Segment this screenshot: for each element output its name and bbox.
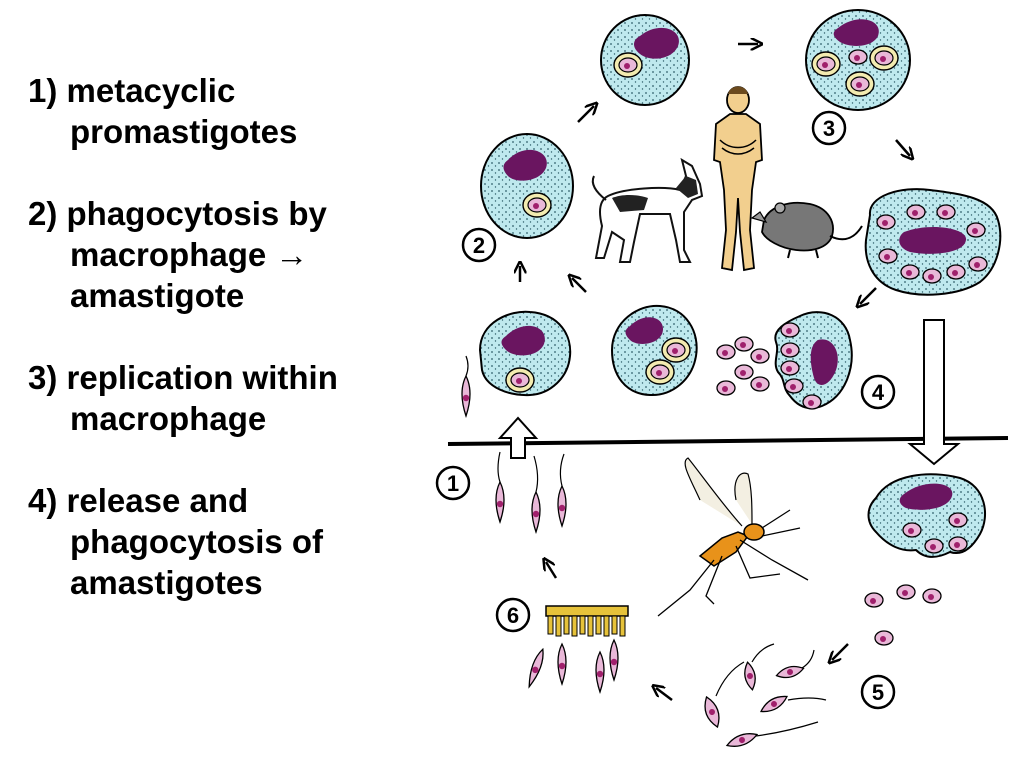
human-icon: [713, 86, 763, 272]
step-1-line-2: promastigotes: [70, 113, 298, 150]
step-3-line-1: replication within: [66, 359, 338, 396]
macrophage-cell: [610, 304, 698, 397]
released-amastigotes: [864, 584, 942, 646]
sandfly-midgut-comb: [524, 605, 629, 693]
stage-marker-1: 1: [435, 465, 471, 501]
skin-boundary-line: [447, 436, 1009, 446]
macrophage-cell: [864, 188, 1002, 296]
dog-icon: [591, 157, 704, 263]
step-1-number: 1): [28, 72, 58, 109]
step-4-line-2: phagocytosis of: [70, 523, 324, 560]
step-1-line-1: metacyclic: [66, 72, 236, 109]
svg-text:5: 5: [872, 680, 884, 705]
svg-text:3: 3: [823, 116, 835, 141]
svg-text:6: 6: [507, 603, 519, 628]
macrophage-cell: [600, 14, 690, 106]
step-2-line-1: phagocytosis by: [66, 195, 327, 232]
step-2: 2) phagocytosis by macrophage → amastigo…: [28, 193, 428, 316]
procyclic-promastigotes: [704, 643, 827, 747]
lifecycle-steps-list: 1) metacyclic promastigotes 2) phagocyto…: [28, 70, 428, 644]
leishmania-lifecycle-diagram: 1 2 3 4 5 6: [435, 9, 1009, 747]
sandfly-icon: [657, 457, 809, 617]
macrophage-cell: [774, 311, 853, 410]
stage-marker-6: 6: [495, 597, 531, 633]
step-3-number: 3): [28, 359, 58, 396]
cycle-arrows: [520, 44, 910, 701]
svg-text:4: 4: [872, 380, 885, 405]
stage-marker-3: 3: [811, 110, 847, 146]
step-3: 3) replication within macrophage: [28, 357, 428, 439]
step-3-line-2: macrophage: [70, 400, 267, 437]
stage-marker-4: 4: [860, 374, 896, 410]
step-2-number: 2): [28, 195, 58, 232]
svg-text:1: 1: [447, 471, 459, 496]
macrophage-cell: [867, 473, 987, 558]
uptake-arrow: [907, 319, 961, 466]
step-4-number: 4): [28, 482, 58, 519]
step-2-line-3: amastigote: [70, 277, 245, 314]
step-4-line-3: amastigotes: [70, 564, 263, 601]
inoculation-arrow: [497, 416, 539, 459]
step-4-line-1: release and: [66, 482, 249, 519]
macrophage-cell: [478, 310, 572, 397]
step-4: 4) release and phagocytosis of amastigot…: [28, 480, 428, 603]
macrophage-cell: [805, 9, 911, 111]
stage-marker-2: 2: [461, 227, 497, 263]
step-2-line-2: macrophage →: [70, 236, 309, 273]
rat-icon: [750, 201, 863, 259]
step-1: 1) metacyclic promastigotes: [28, 70, 428, 152]
macrophage-cell: [480, 133, 574, 239]
metacyclic-promastigotes: [461, 355, 567, 533]
svg-text:2: 2: [473, 233, 485, 258]
stage-marker-5: 5: [860, 674, 896, 710]
released-amastigotes: [716, 336, 770, 396]
